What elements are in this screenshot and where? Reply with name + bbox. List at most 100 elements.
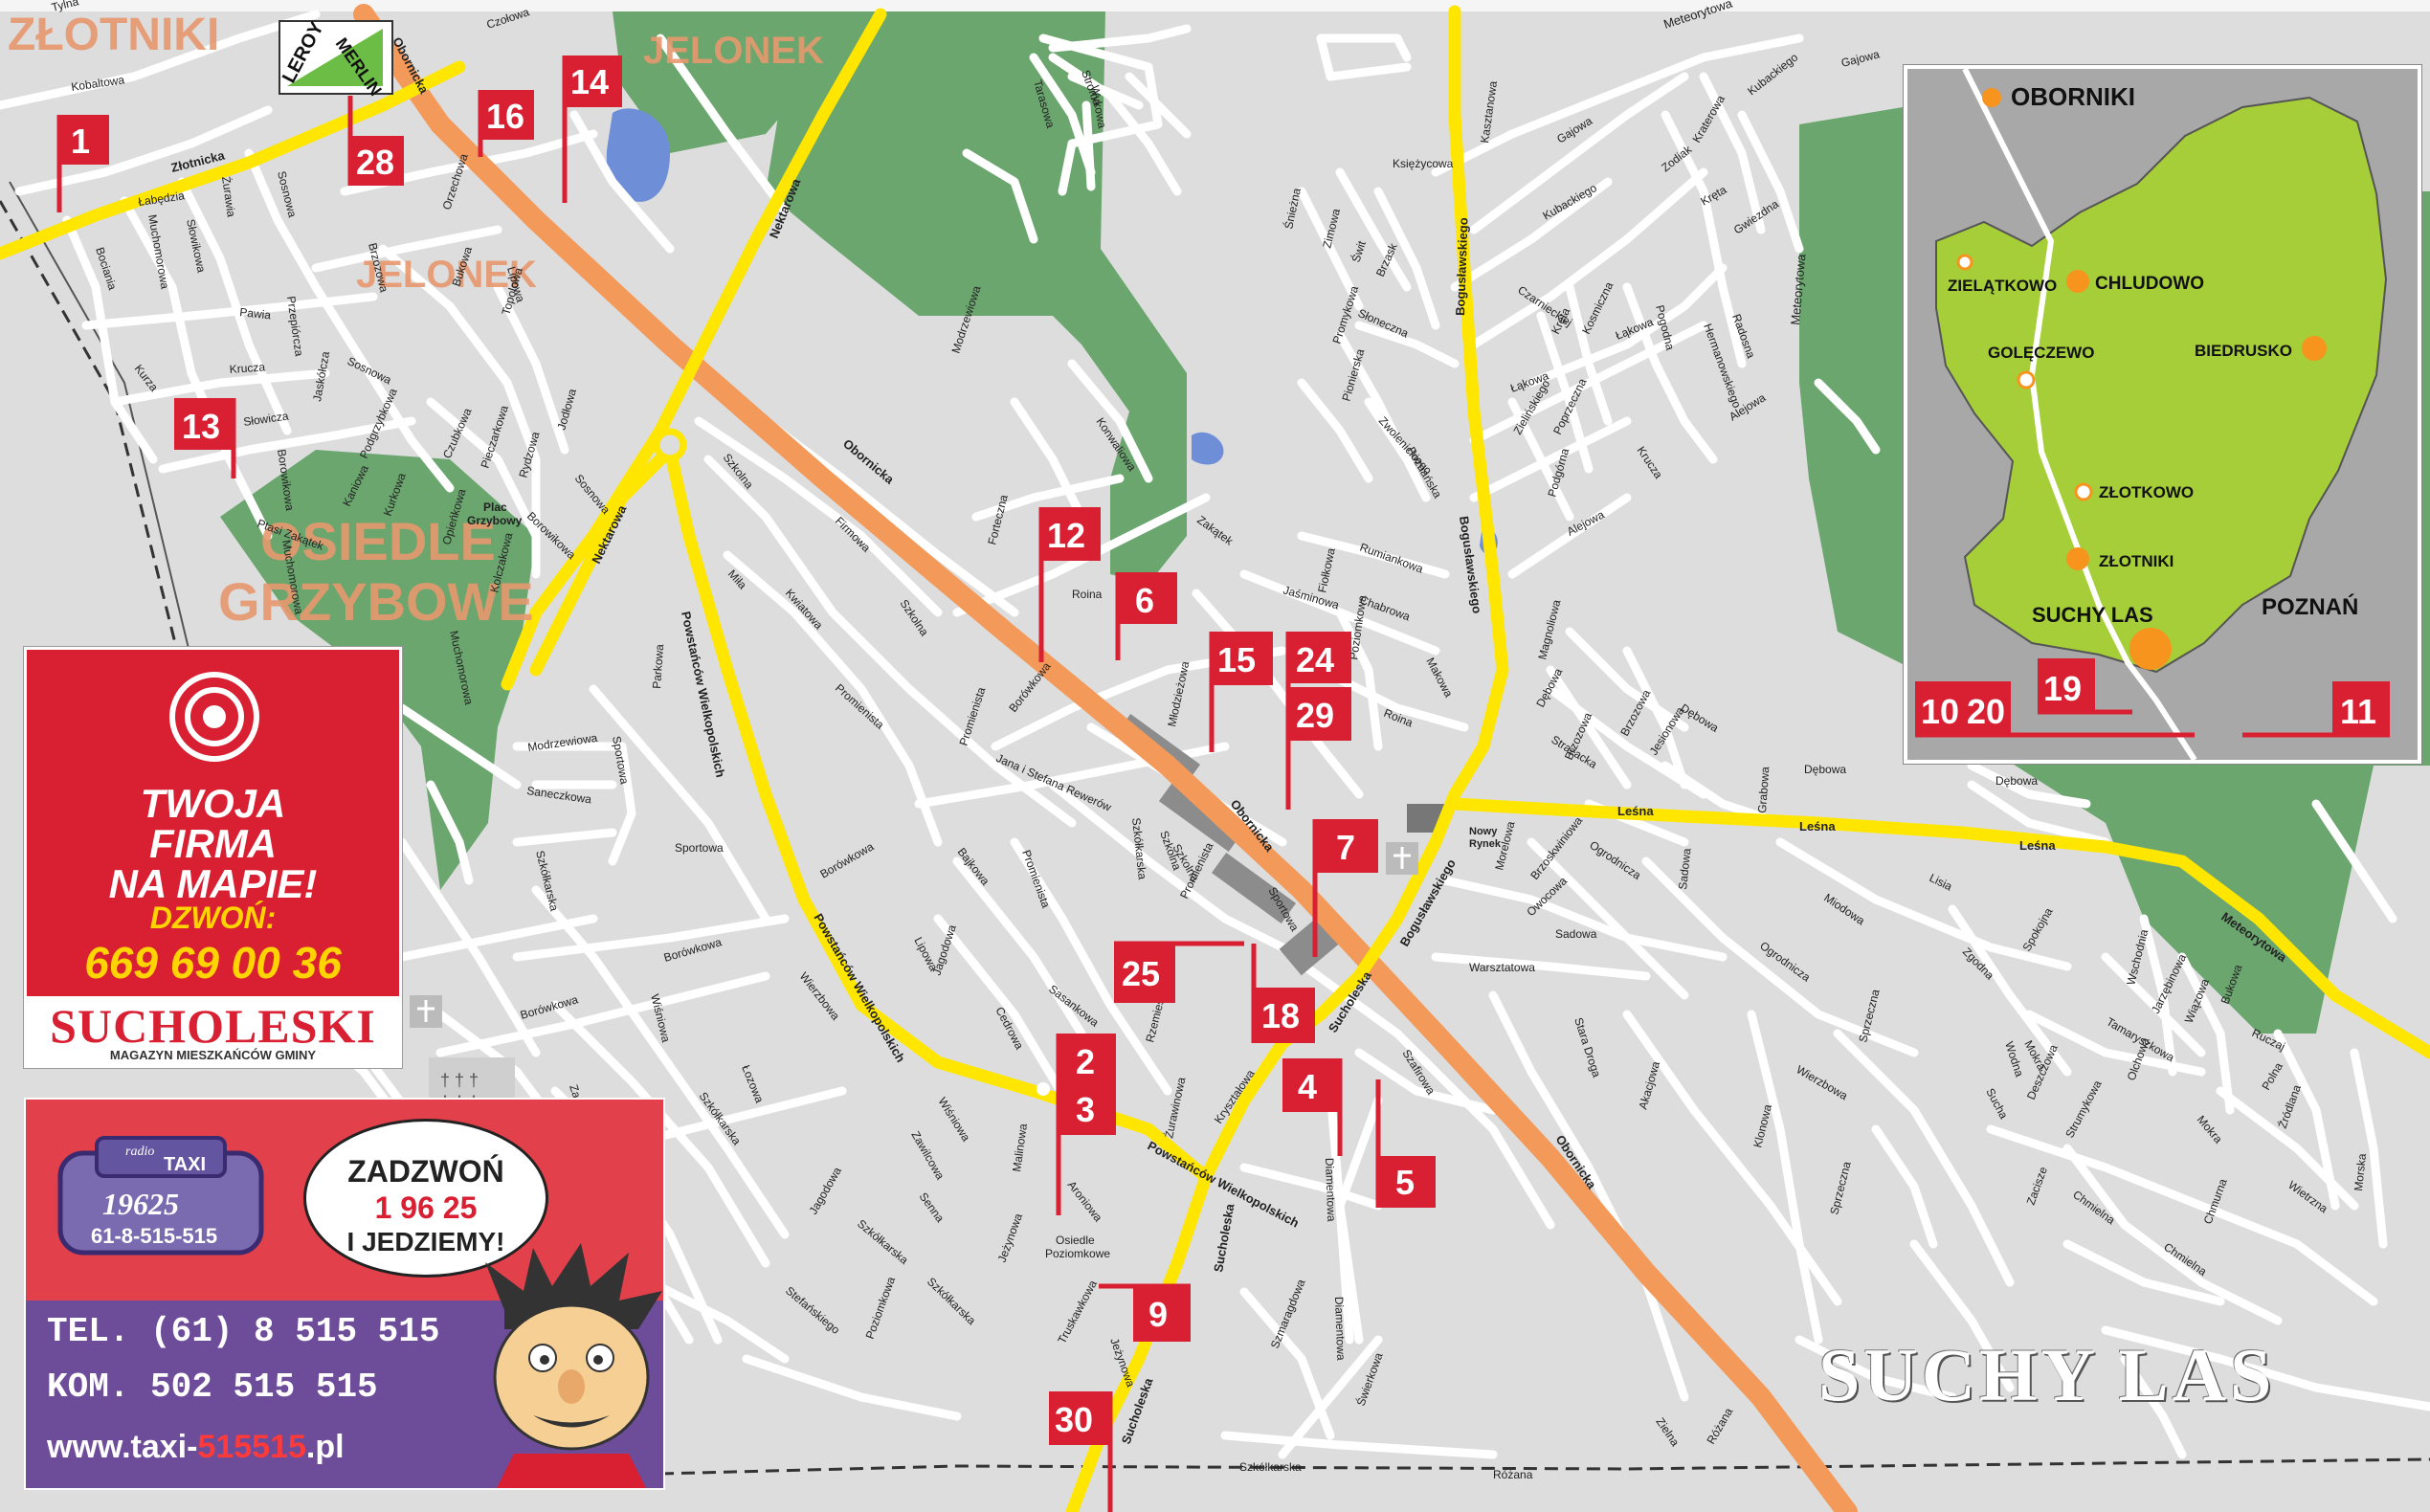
inset-chludowo: CHLUDOWO bbox=[2095, 274, 2204, 294]
flag-9: 9 bbox=[1099, 1283, 1191, 1342]
svg-text:16: 16 bbox=[486, 97, 524, 136]
flag-25: 25 bbox=[1114, 941, 1244, 1003]
district-jelonek: JELONEK bbox=[356, 254, 537, 296]
svg-text:5: 5 bbox=[1395, 1163, 1415, 1202]
flag-5: 5 bbox=[1375, 1079, 1436, 1208]
svg-text:Meteorytowa: Meteorytowa bbox=[1788, 253, 1808, 325]
inset-zielatkowo: ZIELĄTKOWO bbox=[1948, 277, 2057, 295]
svg-text:Osiedle: Osiedle bbox=[1056, 1234, 1095, 1247]
svg-text:Sportowa: Sportowa bbox=[675, 841, 724, 855]
taxi-speech-bubble: ZADZWOŃ 1 96 25 I JEDZIEMY! bbox=[303, 1119, 548, 1278]
svg-text:19: 19 bbox=[2043, 669, 2082, 708]
flag-18: 18 bbox=[1251, 944, 1315, 1043]
lake-small-1 bbox=[1192, 432, 1224, 465]
taxi-website[interactable]: www.taxi-515515.pl bbox=[47, 1429, 345, 1465]
advert-line-3: NA MAPIE! bbox=[108, 861, 318, 906]
svg-text:Nowy: Nowy bbox=[1469, 826, 1498, 837]
svg-text:20: 20 bbox=[1967, 692, 2005, 731]
taxi-tel[interactable]: TEL. (61) 8 515 515 bbox=[47, 1312, 440, 1351]
svg-text:61-8-515-515: 61-8-515-515 bbox=[91, 1224, 217, 1248]
advert-line-1: TWOJA bbox=[140, 781, 286, 826]
leroy-merlin-logo: LEROY MERLIN bbox=[279, 18, 393, 100]
svg-text:4: 4 bbox=[1298, 1067, 1317, 1106]
svg-text:15: 15 bbox=[1217, 640, 1256, 679]
inset-oborniki: OBORNIKI bbox=[2011, 82, 2135, 111]
inset-suchy-las: SUCHY LAS bbox=[2032, 603, 2153, 627]
svg-text:Sadowa: Sadowa bbox=[1555, 927, 1597, 941]
flag-30: 30 bbox=[1049, 1391, 1113, 1512]
flag-13: 13 bbox=[174, 398, 236, 478]
svg-text:Parkowa: Parkowa bbox=[650, 643, 666, 689]
minor-streets bbox=[0, 10, 2430, 1459]
svg-text:Warsztatowa: Warsztatowa bbox=[1469, 961, 1535, 974]
church-icon bbox=[1386, 842, 1418, 875]
svg-text:28: 28 bbox=[356, 143, 394, 182]
svg-text:14: 14 bbox=[570, 62, 609, 101]
inset-dot-goleczewo bbox=[2017, 370, 2036, 389]
district-jelonek-top: JELONEK bbox=[643, 30, 824, 72]
svg-text:Leśna: Leśna bbox=[1799, 819, 1836, 834]
svg-text:Księżycowa: Księżycowa bbox=[1393, 157, 1454, 170]
advert-firma-na-mapie[interactable]: TWOJA FIRMA NA MAPIE! DZWOŃ: 669 69 00 3… bbox=[24, 647, 402, 1068]
map-title: SUCHY LAS bbox=[1818, 1333, 2276, 1416]
svg-text:Roina: Roina bbox=[1072, 588, 1103, 601]
advert-line-2: FIRMA bbox=[149, 821, 277, 866]
inset-map: OBORNIKI CHLUDOWO ZIELĄTKOWO GOLĘCZEWO B… bbox=[1904, 65, 2421, 764]
svg-text:Poziomkowe: Poziomkowe bbox=[1045, 1247, 1110, 1260]
top-border bbox=[0, 0, 2430, 11]
inset-zlotniki: ZŁOTNIKI bbox=[2099, 552, 2174, 570]
advert-phone[interactable]: 669 69 00 36 bbox=[84, 938, 342, 988]
inset-road bbox=[1962, 67, 2197, 762]
svg-text:7: 7 bbox=[1336, 828, 1355, 867]
district-osiedle: OSIEDLE bbox=[260, 511, 496, 571]
flag-1: 1 bbox=[56, 115, 109, 212]
inset-flag-19: 19 bbox=[2038, 658, 2132, 715]
svg-text:Diamentowa: Diamentowa bbox=[1323, 1158, 1338, 1222]
svg-text:10: 10 bbox=[1921, 692, 1959, 731]
flag-24: 24 bbox=[1285, 632, 1351, 810]
svg-text:30: 30 bbox=[1055, 1400, 1093, 1439]
flag-markers: 1 28 16 14 13 12 6 15 24 29 7 25 18 2 3 … bbox=[56, 56, 1436, 1512]
flag-12: 12 bbox=[1038, 507, 1101, 662]
svg-text:Różana: Różana bbox=[1493, 1468, 1533, 1481]
taxi-kom[interactable]: KOM. 502 515 515 bbox=[47, 1367, 378, 1407]
jelonek-grid bbox=[1038, 33, 1412, 196]
sucholeski-logo: SUCHOLESKI bbox=[50, 999, 376, 1053]
roundabout-2 bbox=[1037, 1082, 1050, 1096]
svg-text:Krucza: Krucza bbox=[229, 360, 266, 376]
svg-text:9: 9 bbox=[1148, 1295, 1168, 1334]
svg-text:1: 1 bbox=[71, 122, 90, 161]
svg-text:Świt: Świt bbox=[1349, 238, 1369, 264]
svg-text:Pawia: Pawia bbox=[239, 305, 272, 322]
inset-dot-chludowo bbox=[2066, 270, 2089, 293]
svg-text:Grzybowy: Grzybowy bbox=[467, 514, 523, 527]
inset-flag-10-20: 10 20 bbox=[1915, 681, 2195, 738]
svg-text:TAXI: TAXI bbox=[164, 1154, 206, 1175]
inset-goleczewo: GOLĘCZEWO bbox=[1988, 344, 2094, 362]
inset-poznan: POZNAŃ bbox=[2262, 593, 2358, 620]
flag-4: 4 bbox=[1282, 1058, 1343, 1156]
svg-text:Diamentowa: Diamentowa bbox=[1332, 1297, 1348, 1361]
flag-7: 7 bbox=[1312, 819, 1378, 957]
flag-28: 28 bbox=[347, 96, 404, 186]
svg-text:Słowicza: Słowicza bbox=[242, 409, 289, 428]
district-zlotniki: ZŁOTNIKI bbox=[8, 10, 219, 60]
advert-call: DZWOŃ: bbox=[149, 901, 277, 935]
flag-6: 6 bbox=[1115, 572, 1177, 660]
inset-zlotkowo: ZŁOTKOWO bbox=[2099, 483, 2194, 501]
inset-dot-oborniki bbox=[1982, 88, 2001, 107]
svg-text:19625: 19625 bbox=[102, 1187, 179, 1221]
inset-dot-zlotniki bbox=[2066, 547, 2089, 570]
taxi-driver-icon bbox=[485, 1243, 662, 1488]
svg-text:Łabędzia: Łabędzia bbox=[137, 189, 186, 209]
advert-taxi[interactable]: radio TAXI 19625 61-8-515-515 ZADZWOŃ 1 … bbox=[24, 1098, 665, 1490]
svg-text:29: 29 bbox=[1296, 696, 1334, 735]
svg-text:Bogusławskiego: Bogusławskiego bbox=[1453, 217, 1471, 316]
flag-14: 14 bbox=[562, 56, 622, 203]
flag-2: 2 bbox=[1056, 1034, 1116, 1215]
svg-text:25: 25 bbox=[1122, 954, 1160, 993]
lake-jelonek bbox=[606, 108, 670, 202]
inset-dot-zielatkowo bbox=[1956, 254, 1973, 271]
inset-biedrusko: BIEDRUSKO bbox=[2195, 342, 2292, 360]
inset-dot-biedrusko bbox=[2302, 336, 2327, 361]
